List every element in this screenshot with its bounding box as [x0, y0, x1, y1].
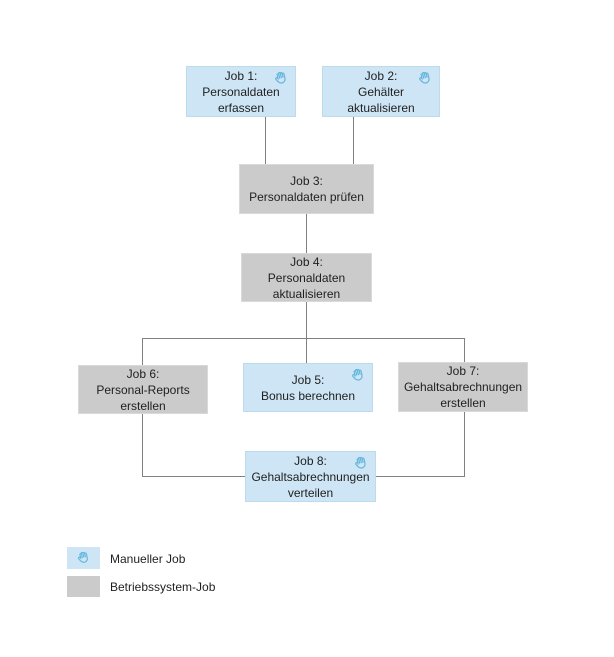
- node-job-2: Job 2: Gehälter aktualisieren: [322, 66, 440, 117]
- node-job-4-label: Job 4: Personaldaten aktualisieren: [267, 254, 346, 301]
- connector-job7-down: [464, 412, 465, 476]
- connector-branch-job5: [306, 338, 307, 363]
- node-job-7-label: Job 7: Gehaltsabrechnungen erstellen: [403, 364, 523, 410]
- connector-branch-job6: [142, 338, 143, 365]
- connector-job4-branch: [306, 302, 307, 338]
- legend-swatch-system-job: [67, 576, 100, 597]
- node-job-8: Job 8: Gehaltsabrechnungen verteilen: [245, 451, 376, 502]
- node-job-1: Job 1: Personaldaten erfassen: [186, 66, 296, 117]
- node-job-2-label: Job 2: Gehälter aktualisieren: [347, 68, 415, 115]
- node-job-6: Job 6: Personal-Reports erstellen: [78, 365, 208, 414]
- hand-icon: [352, 368, 363, 381]
- connector-job3-job4: [306, 214, 307, 253]
- hand-icon: [77, 551, 88, 563]
- node-job-7: Job 7: Gehaltsabrechnungen erstellen: [398, 362, 528, 412]
- node-job-3: Job 3: Personaldaten prüfen: [239, 164, 374, 214]
- connector-job6-down: [142, 414, 143, 476]
- node-job-8-label: Job 8: Gehaltsabrechnungen verteilen: [251, 453, 370, 500]
- connector-job7-job8: [376, 476, 465, 477]
- node-job-5: Job 5: Bonus berechnen: [243, 363, 373, 412]
- connector-job6-job8: [142, 476, 245, 477]
- legend-label-system-job: Betriebssystem-Job: [110, 580, 216, 594]
- node-job-3-label: Job 3: Personaldaten prüfen: [249, 174, 364, 204]
- connector-branch-job7: [464, 338, 465, 362]
- connector-job1-job3: [265, 117, 266, 164]
- node-job-5-label: Job 5: Bonus berechnen: [260, 372, 356, 403]
- connector-branch-bar: [142, 338, 465, 339]
- legend-label-manual-job: Manueller Job: [110, 552, 186, 566]
- hand-icon: [419, 71, 430, 84]
- legend-swatch-manual-job: [67, 547, 100, 569]
- node-job-4: Job 4: Personaldaten aktualisieren: [241, 253, 372, 302]
- hand-icon: [355, 456, 366, 469]
- hand-icon: [275, 71, 286, 84]
- node-job-1-label: Job 1: Personaldaten erfassen: [202, 68, 280, 115]
- node-job-6-label: Job 6: Personal-Reports erstellen: [96, 366, 190, 413]
- connector-job2-job3: [353, 117, 354, 164]
